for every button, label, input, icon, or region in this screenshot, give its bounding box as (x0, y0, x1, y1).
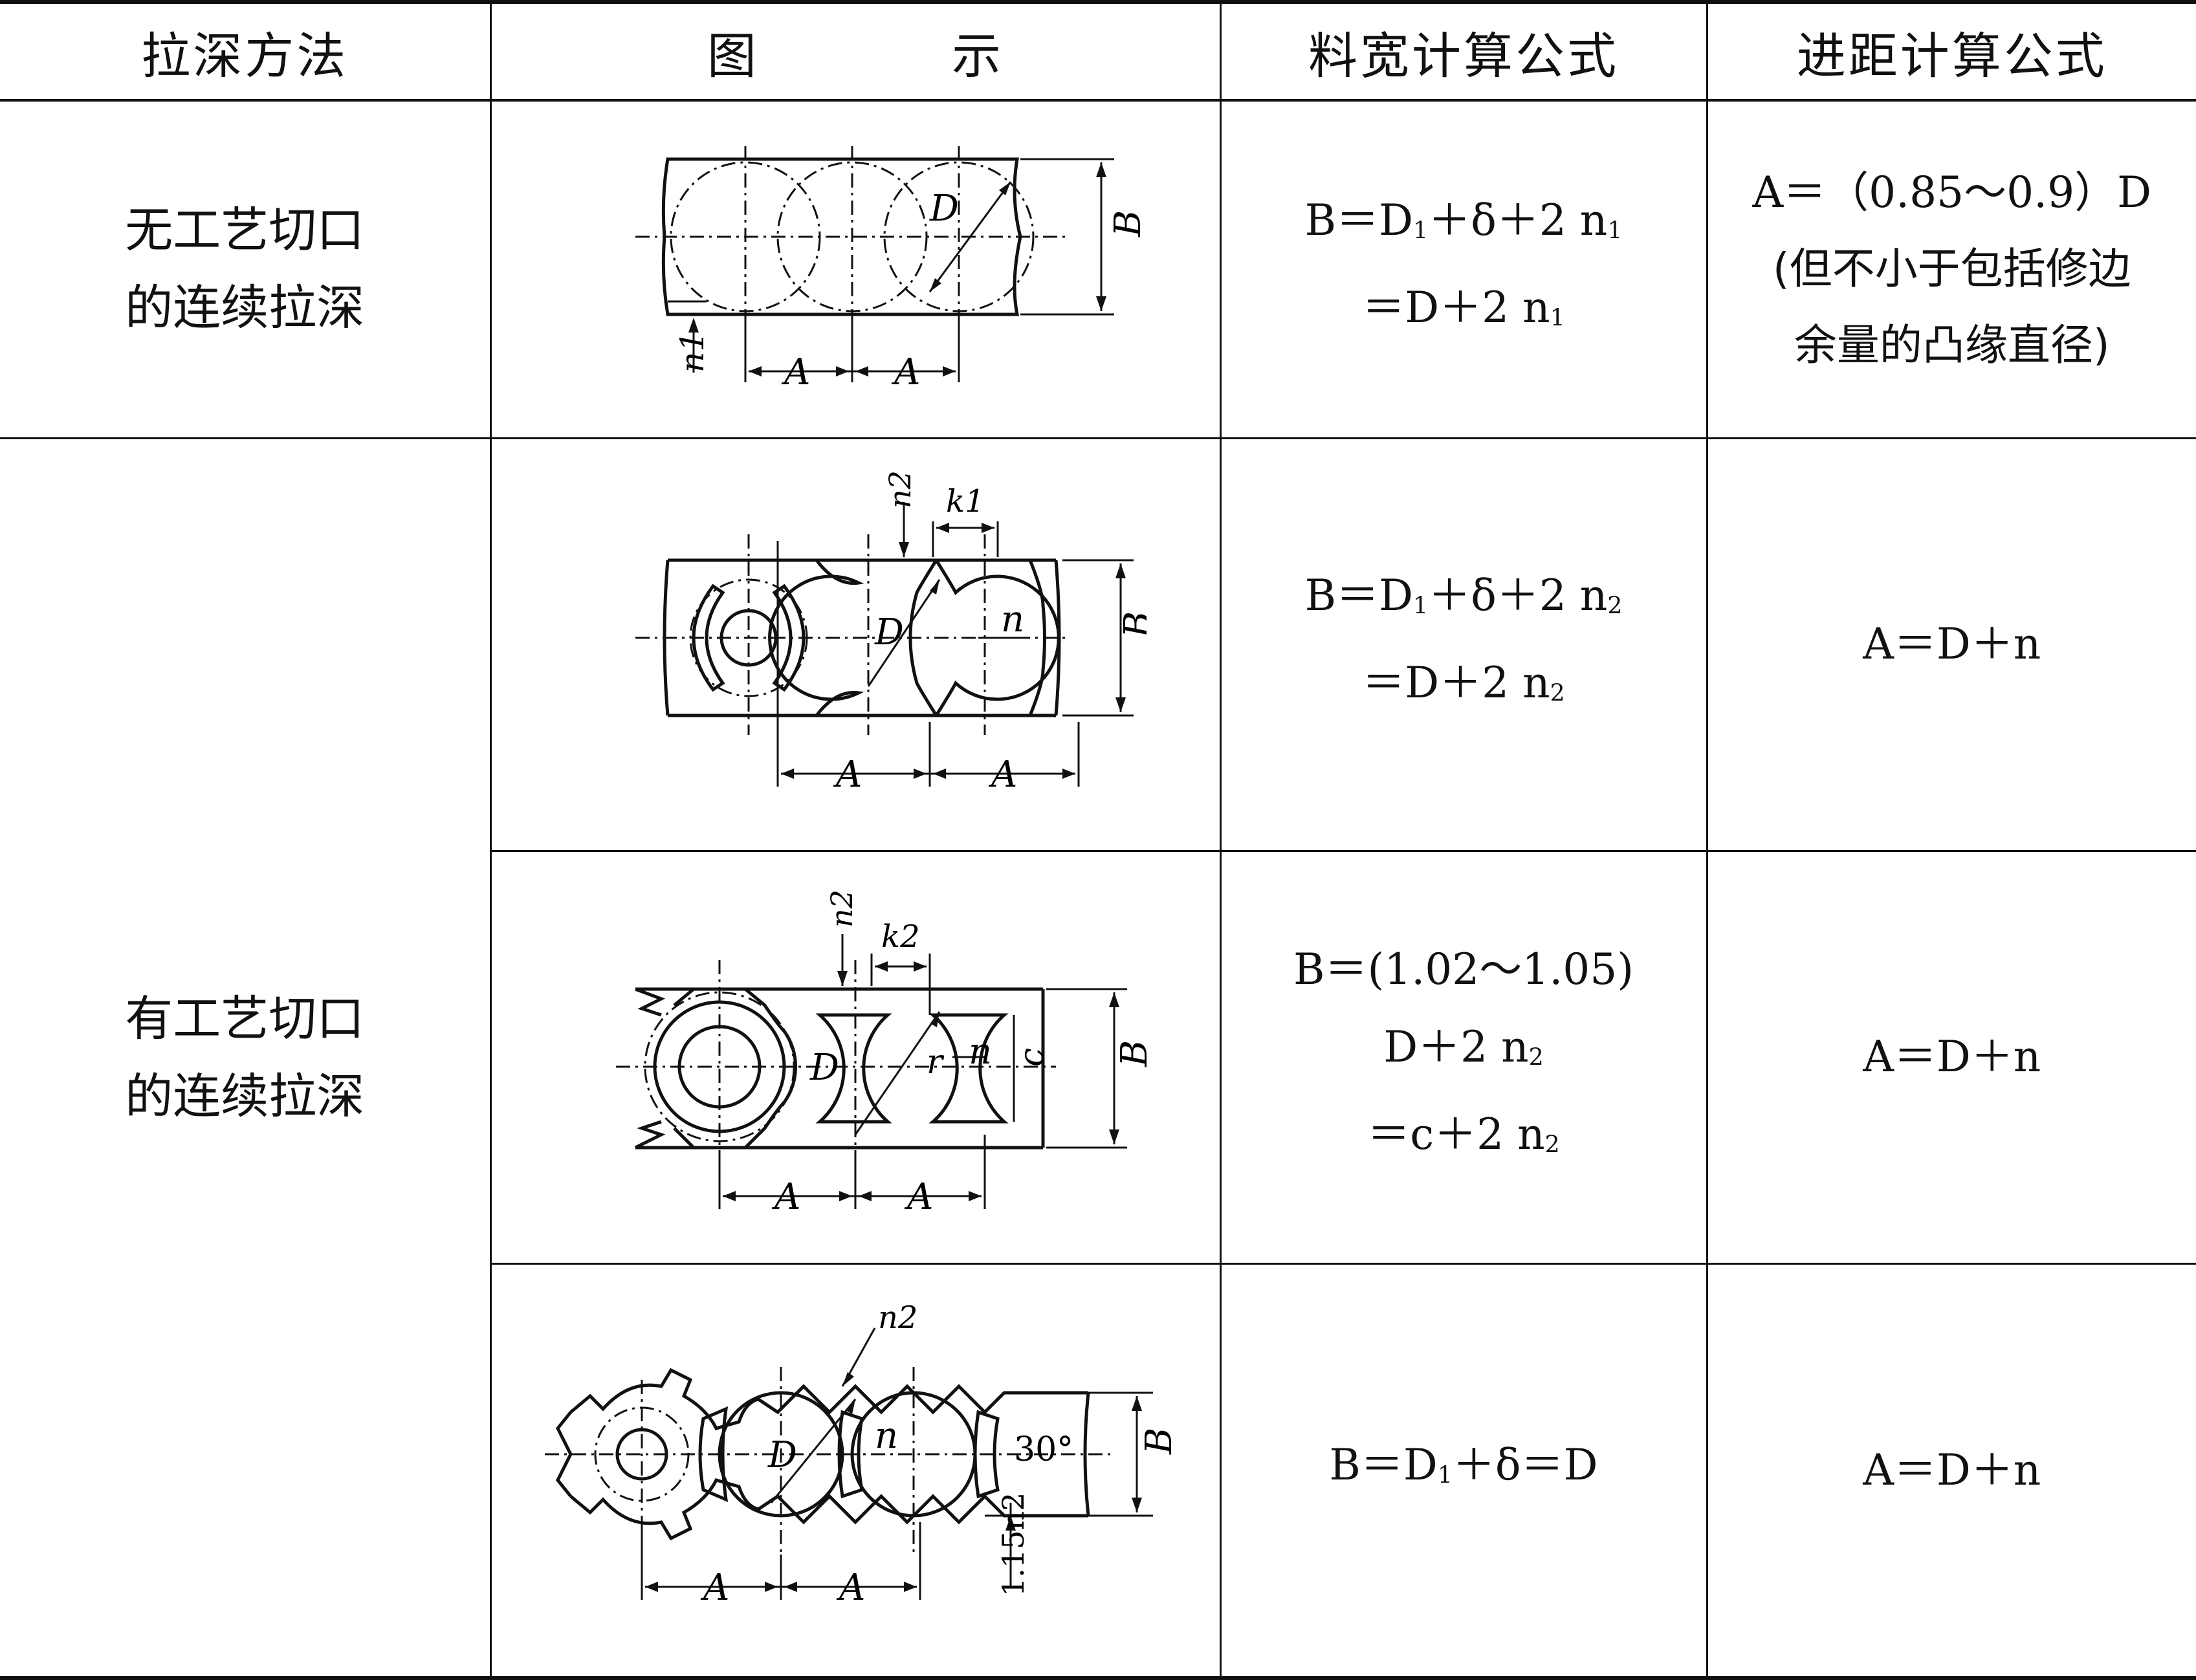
figure-cell: D r n c B A A n2 k2 (490, 849, 1222, 1265)
formula-line: ＝c＋2 n2 (1222, 1096, 1706, 1183)
label-n1: n1 (674, 331, 711, 373)
table-row: D r n c B A A n2 k2 B＝(1.02～1.05) D＋2 n2… (0, 849, 2196, 1265)
label-c: c (1013, 1048, 1051, 1067)
formula-part: ＋δ＝D (1452, 1440, 1598, 1490)
method-cell: 无工艺切口 的连续拉深 (0, 99, 492, 439)
label-n2: n2 (824, 889, 859, 928)
label-k2: k2 (881, 919, 920, 955)
label-D: D (809, 1047, 839, 1089)
header-figure: 图 示 (489, 1, 1222, 102)
header-method: 拉深方法 (0, 1, 492, 102)
pitch-formula-cell: A＝D＋n (1706, 437, 2196, 852)
table-row: 有工艺切口 的连续拉深 (0, 437, 2196, 1679)
label-A: A (833, 754, 862, 796)
pitch-formula-cell: A＝D＋n (1706, 1262, 2196, 1679)
label-B: B (1117, 611, 1147, 638)
formula-line: B＝D1＋δ＋2 n2 (1222, 557, 1706, 644)
pitch-line: A＝（0.85～0.9）D (1752, 168, 2152, 218)
label-D: D (929, 188, 959, 230)
formula-part: B＝D (1304, 570, 1413, 620)
formula-part: ＝c＋2 n (1367, 1109, 1545, 1159)
formula-part: ＝D＋2 n (1362, 283, 1550, 333)
method-line: 有工艺切口 (125, 990, 365, 1047)
figure-cell: D n B A A n2 k1 (489, 437, 1222, 852)
pitch-note-line: 余量的凸缘直径) (1794, 320, 2110, 371)
formula-part: ＋δ＋2 n (1428, 195, 1608, 245)
width-formula-cell: B＝D1＋δ＋2 n2 ＝D＋2 n2 (1219, 437, 1708, 852)
header-pitch-formula: 进距计算公式 (1706, 1, 2196, 102)
label-n: n (875, 1415, 898, 1457)
label-A: A (891, 351, 920, 393)
formula-part: B＝D (1304, 195, 1413, 245)
table-row: 无工艺切口 的连续拉深 (0, 99, 2196, 439)
label-B: B (1138, 1428, 1179, 1455)
pitch-formula-cell: A＝（0.85～0.9）D (但不小于包括修边 余量的凸缘直径) (1706, 99, 2196, 439)
width-formula-cell: B＝D1＋δ＋2 n1 ＝D＋2 n1 (1219, 99, 1708, 439)
width-formula-cell: B＝D1＋δ＝D (1219, 1262, 1708, 1679)
method-line: 无工艺切口 (125, 202, 365, 259)
formula-part: ＋δ＋2 n (1428, 570, 1608, 620)
formula-part: ＝D＋2 n (1362, 658, 1550, 708)
formula-sub: 2 (1550, 679, 1565, 707)
diagram-notch-hex: D n n2 30° B A A 1.15n2 (545, 1300, 1179, 1609)
width-formula-cell: B＝(1.02～1.05) D＋2 n2 ＝c＋2 n2 (1219, 849, 1708, 1265)
label-B: B (1114, 1040, 1147, 1067)
formula-line: B＝D1＋δ＋2 n1 (1222, 182, 1706, 269)
pitch-formula-cell: A＝D＋n (1706, 849, 2196, 1265)
formula-sub: 1 (1607, 216, 1623, 245)
formula-part: B＝D (1329, 1440, 1438, 1490)
label-r: r (927, 1043, 945, 1082)
label-angle: 30° (1014, 1430, 1073, 1469)
label-D: D (767, 1434, 797, 1476)
diagram-no-notch: D B A A n1 (635, 146, 1147, 393)
label-n2: n2 (878, 1300, 917, 1336)
method-line: 的连续拉深 (125, 280, 365, 336)
label-A: A (781, 351, 810, 393)
label-A: A (771, 1176, 800, 1218)
figure-cell: D B A A n1 (489, 99, 1222, 439)
formula-part: D＋2 n (1383, 1021, 1529, 1072)
table-row: D n n2 30° B A A 1.15n2 B＝D1＋δ＝D A＝D＋n (0, 1262, 2196, 1679)
header-width-formula: 料宽计算公式 (1219, 1, 1708, 102)
diagram-notch-hourglass: D r n c B A A n2 k2 (616, 889, 1147, 1218)
formula-sub: 1 (1437, 1461, 1453, 1489)
formula-sub: 2 (1607, 591, 1623, 619)
label-A: A (836, 1567, 865, 1609)
header-row: 拉深方法 图 示 料宽计算公式 进距计算公式 (0, 1, 2196, 102)
diagram-notch-slots: D n B A A n2 k1 (635, 470, 1147, 796)
method-cell: 有工艺切口 的连续拉深 (0, 437, 492, 1679)
label-D: D (874, 611, 904, 653)
formula-sub: 1 (1413, 591, 1429, 619)
formula-sub: 1 (1413, 216, 1429, 245)
label-n2-dim: 1.15n2 (996, 1492, 1031, 1596)
formula-line: B＝(1.02～1.05) (1293, 944, 1634, 994)
label-A: A (700, 1567, 729, 1609)
formula-line: D＋2 n2 (1222, 1009, 1706, 1096)
formula-line: ＝D＋2 n2 (1222, 644, 1706, 732)
label-n2: n2 (883, 470, 917, 508)
header-figure-text: 图 示 (707, 27, 1004, 85)
formula-sub: 1 (1550, 303, 1565, 332)
figure-cell: D n n2 30° B A A 1.15n2 (490, 1262, 1222, 1679)
label-k1: k1 (946, 483, 985, 519)
label-n: n (969, 1031, 992, 1073)
label-B: B (1107, 210, 1147, 237)
label-n: n (1001, 598, 1024, 640)
method-line: 的连续拉深 (125, 1068, 365, 1124)
label-A: A (904, 1176, 933, 1218)
formula-line: ＝D＋2 n1 (1222, 269, 1706, 356)
formula-sub: 2 (1528, 1043, 1544, 1071)
formula-sub: 2 (1544, 1130, 1560, 1159)
formula-line: B＝D1＋δ＝D (1222, 1426, 1706, 1514)
label-A: A (988, 754, 1017, 796)
pitch-note-line: (但不小于包括修边 (1772, 244, 2131, 294)
